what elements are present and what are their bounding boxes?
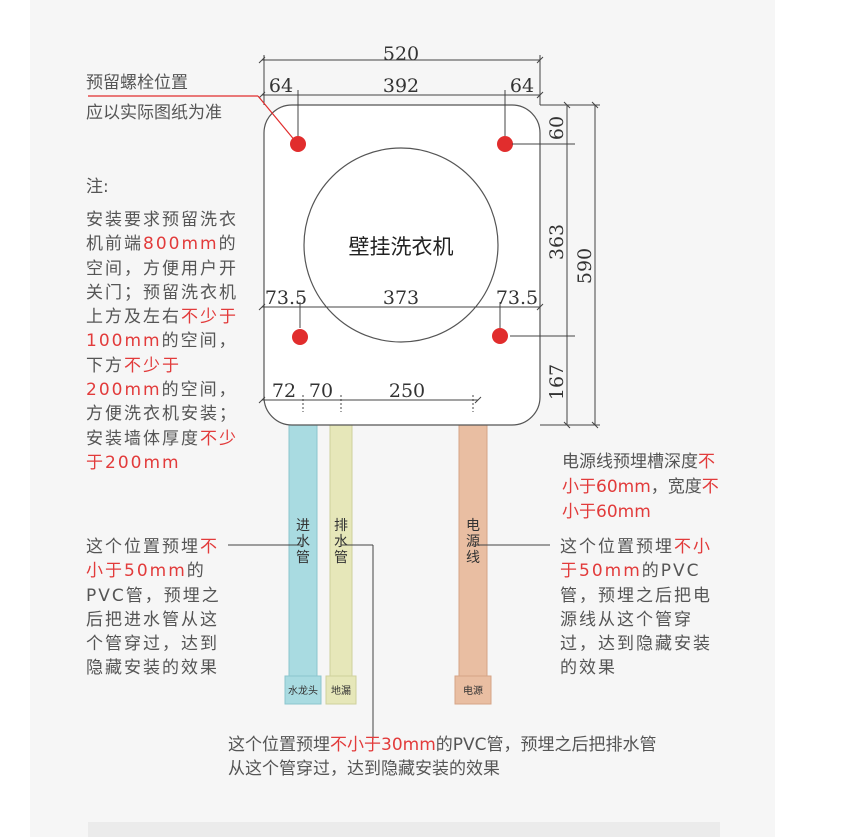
dim-lower-left: 73.5 bbox=[265, 287, 307, 309]
notes-segment: 不少于200mm bbox=[86, 428, 238, 473]
right_top-segment: 不小于60mm bbox=[562, 452, 715, 497]
drain-pipe-end-label: 地漏 bbox=[331, 684, 351, 697]
drain-pipe-label-2: 水 bbox=[334, 534, 348, 550]
inlet-pipe-end-label: 水龙头 bbox=[288, 684, 318, 697]
mid-dimensions bbox=[258, 302, 544, 412]
dim-bottom-margin: 167 bbox=[546, 364, 568, 400]
dim-pipe-offset-2: 70 bbox=[309, 380, 333, 402]
dim-pipe-offset-1: 72 bbox=[272, 380, 296, 402]
notes-segment: 800mm bbox=[143, 234, 219, 255]
bolt-leader bbox=[88, 95, 297, 143]
dim-pipe-offset-3: 250 bbox=[389, 380, 425, 402]
drain-pipe-label-1: 排 bbox=[334, 518, 348, 534]
top-dimensions bbox=[258, 55, 544, 136]
right-pipe-annotation: 这个位置预埋不小于50mm的PVC管，预埋之后把电源线从这个管穿过，达到隐藏安装… bbox=[560, 535, 722, 681]
power-pipe: 电 源 线 电源 bbox=[454, 423, 492, 705]
notes-segment: 的空间，下方 bbox=[86, 331, 238, 376]
notes-segment: 安装要求预留洗衣机前端 bbox=[86, 210, 238, 255]
dim-bolt-span: 392 bbox=[383, 75, 419, 97]
notes-body: 安装要求预留洗衣机前端800mm的空间，方便用户开关门；预留洗衣机上方及左右不少… bbox=[86, 208, 244, 475]
notes-segment: 不少于200mm bbox=[86, 355, 181, 401]
notes-heading: 注: bbox=[86, 177, 109, 197]
drain-pipe-label-3: 管 bbox=[334, 550, 348, 566]
bolt-bottom-left bbox=[292, 329, 308, 345]
left-segment: 的PVC管，预埋之后把进水管从这个管穿过，达到隐藏安装的效果 bbox=[86, 561, 221, 679]
inlet-pipe-label-2: 水 bbox=[296, 534, 310, 550]
bottom-segment: 不小于30mm bbox=[330, 735, 436, 755]
bolt-bottom-right bbox=[492, 328, 508, 344]
dim-left-margin: 64 bbox=[269, 75, 293, 97]
bottom-strip bbox=[88, 822, 720, 837]
inlet-pipe-label-3: 管 bbox=[296, 550, 310, 566]
right-segment: 这个位置预埋 bbox=[560, 537, 674, 557]
bolt-note-subtitle: 应以实际图纸为准 bbox=[86, 103, 222, 123]
dim-total-width: 520 bbox=[383, 43, 419, 65]
right-segment: 的PVC管，预埋之后把电源线从这个管穿过，达到隐藏安装的效果 bbox=[560, 561, 712, 679]
right-dimensions bbox=[510, 101, 600, 429]
right_top-segment: ，宽度 bbox=[650, 477, 702, 497]
dim-lower-right: 73.5 bbox=[496, 287, 538, 309]
machine-drum bbox=[303, 147, 499, 343]
dim-top-margin: 60 bbox=[546, 116, 568, 140]
bolt-note-title: 预留螺栓位置 bbox=[86, 73, 188, 93]
bottom-segment: 的PVC管，预埋之后把排水管从这个管穿过，达到隐藏安装的效果 bbox=[228, 735, 657, 779]
right_top-segment: 不小于60mm bbox=[562, 477, 719, 522]
bolt-top-right bbox=[497, 136, 513, 152]
right-segment: 不小于50mm bbox=[560, 537, 712, 582]
power-pipe-end-label: 电源 bbox=[463, 684, 483, 697]
dim-bolt-vertical: 363 bbox=[546, 224, 568, 260]
left-pipe-annotation: 这个位置预埋不小于50mm的PVC管，预埋之后把进水管从这个管穿过，达到隐藏安装… bbox=[86, 535, 228, 681]
power-groove-annotation: 电源线预埋槽深度不小于60mm，宽度不小于60mm bbox=[562, 450, 722, 525]
dim-right-margin: 64 bbox=[510, 75, 534, 97]
drain-pipe: 排 水 管 地漏 bbox=[325, 423, 357, 705]
power-pipe-label-2: 源 bbox=[466, 534, 480, 550]
bottom-pipe-annotation: 这个位置预埋不小于30mm的PVC管，预埋之后把排水管从这个管穿过，达到隐藏安装… bbox=[228, 733, 660, 781]
power-pipe-label-1: 电 bbox=[466, 518, 480, 534]
dim-lower-span: 373 bbox=[383, 287, 419, 309]
machine-label: 壁挂洗衣机 bbox=[349, 235, 454, 259]
left-segment: 不小于50mm bbox=[86, 537, 219, 582]
notes-segment: 的空间，方便用户开关门；预留洗衣机上方及左右 bbox=[86, 234, 238, 328]
notes-segment: 的空间，方便洗衣机安装；安装墙体厚度 bbox=[86, 380, 238, 449]
left-segment: 这个位置预埋 bbox=[86, 537, 200, 557]
inlet-pipe-label-1: 进 bbox=[296, 518, 310, 534]
bottom-segment: 这个位置预埋 bbox=[228, 735, 330, 755]
pipe-leaders bbox=[228, 544, 550, 740]
dim-total-height: 590 bbox=[574, 248, 596, 284]
right_top-segment: 电源线预埋槽深度 bbox=[562, 452, 698, 472]
inlet-pipe: 进 水 管 水龙头 bbox=[284, 423, 322, 705]
notes-segment: 不少于100mm bbox=[86, 307, 238, 352]
power-pipe-label-3: 线 bbox=[466, 550, 480, 566]
